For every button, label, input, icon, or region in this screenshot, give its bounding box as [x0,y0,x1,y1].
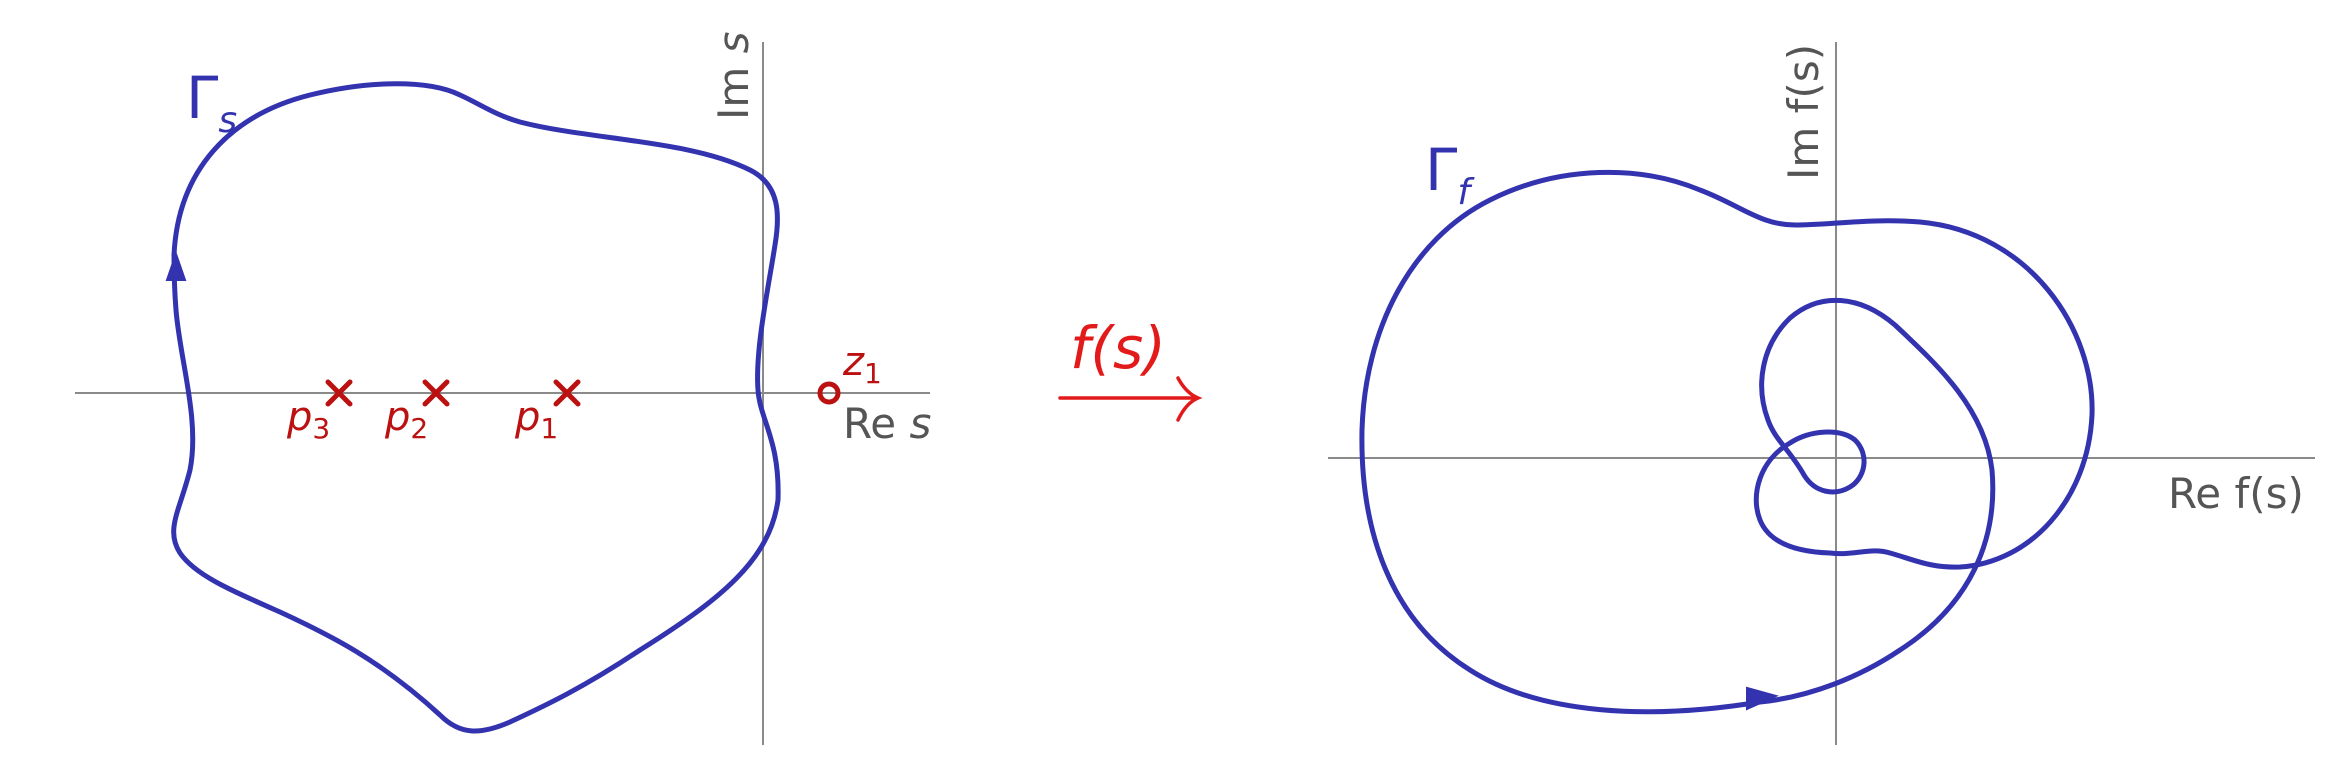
mapping-arrow-head [1176,376,1203,422]
f-plane: Γf Im f(s) Re f(s) [1328,42,2315,745]
pole-p2: p2 [384,379,450,445]
gamma-s-subscript: s [218,100,237,141]
real-s-var: s [910,399,932,448]
imag-s-var: s [709,31,758,53]
pole-p1-subscript: 1 [540,412,558,445]
imag-s-prefix: Im [709,53,758,120]
s-plane-imag-axis-label: Im s [709,31,758,120]
pole-p1-mark-b [553,379,581,407]
pole-p2-mark-b [422,379,450,407]
pole-p3-subscript: 3 [312,412,330,445]
zero-z1: z1 [817,339,882,405]
gamma-f-contour [1359,169,2095,715]
f-plane-imag-axis-label: Im f(s) [1779,44,1828,180]
s-plane-real-axis-label: Re s [843,399,931,448]
gamma-s-direction-arrow [165,250,187,281]
zero-z1-label: z1 [842,339,882,390]
gamma-s-symbol: Γ [186,64,218,132]
zero-z1-subscript: 1 [864,357,882,390]
mapping-label: f(s) [1070,314,1166,382]
gamma-f-symbol: Γ [1425,136,1457,204]
pole-p2-subscript: 2 [410,412,428,445]
zero-z1-marker [817,381,841,405]
gamma-f-label: Γf [1425,136,1475,213]
mapping: f(s) [1058,314,1203,422]
gamma-s-contour [171,81,781,734]
pole-p3-symbol: p [286,394,312,440]
pole-p2-symbol: p [384,394,410,440]
pole-p1-symbol: p [514,394,540,440]
pole-p1: p1 [514,379,581,445]
gamma-s-label: Γs [186,64,237,141]
f-plane-real-axis-label: Re f(s) [2168,469,2304,518]
s-plane: Γs Im s Re s p3 p2 [75,31,931,745]
pole-p2-label: p2 [384,394,428,445]
pole-p3-mark-b [325,379,353,407]
pole-p3: p3 [286,379,353,445]
gamma-f-direction-arrow [1746,686,1779,711]
real-s-prefix: Re [843,399,910,448]
pole-p1-label: p1 [514,394,558,445]
pole-p3-label: p3 [286,394,330,445]
zero-z1-symbol: z [842,339,865,385]
